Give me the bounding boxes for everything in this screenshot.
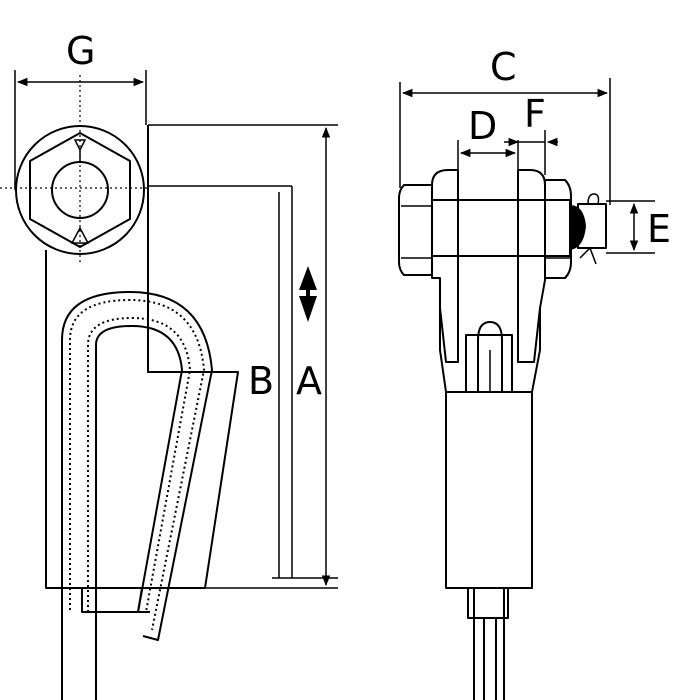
fork-right-ear xyxy=(517,169,546,363)
socket-barrel xyxy=(445,391,533,589)
label-E: E xyxy=(647,207,671,251)
side-view: A B G xyxy=(0,29,338,700)
fork-neck xyxy=(439,308,541,393)
rope-loop-dotted-outer xyxy=(69,298,206,631)
rope-loop-outer xyxy=(61,291,213,700)
label-F: F xyxy=(524,92,546,136)
rope-eye xyxy=(477,321,503,392)
cotter-pin-loop xyxy=(587,193,600,205)
rope-lower-clamp xyxy=(81,587,143,613)
cotter-pin-bottom xyxy=(70,226,90,244)
bolt-shank xyxy=(431,199,571,257)
label-G: G xyxy=(66,29,95,73)
double-arrow-stem xyxy=(306,290,310,296)
hex-nut xyxy=(29,132,131,248)
fork-left-ear xyxy=(431,169,459,363)
double-arrow-up xyxy=(299,266,317,290)
label-A: A xyxy=(296,359,322,403)
cotter-pin-shadow xyxy=(570,205,586,250)
label-D: D xyxy=(468,104,497,148)
label-B: B xyxy=(248,359,274,403)
cotter-pin-top xyxy=(73,139,87,162)
clevis-slot xyxy=(465,334,513,393)
rope-loop-inner xyxy=(95,325,183,700)
label-C: C xyxy=(490,45,517,89)
rope-strand-clamp xyxy=(467,587,509,619)
double-arrow-down xyxy=(299,296,317,322)
front-view: C D F E xyxy=(398,45,671,700)
nut xyxy=(544,179,572,279)
bolt-head xyxy=(398,184,433,276)
cotter-pin-legs xyxy=(579,246,597,265)
rope-loop-dotted-inner xyxy=(87,316,192,613)
socket-body xyxy=(45,250,239,589)
bolt-head-circle xyxy=(15,125,145,255)
